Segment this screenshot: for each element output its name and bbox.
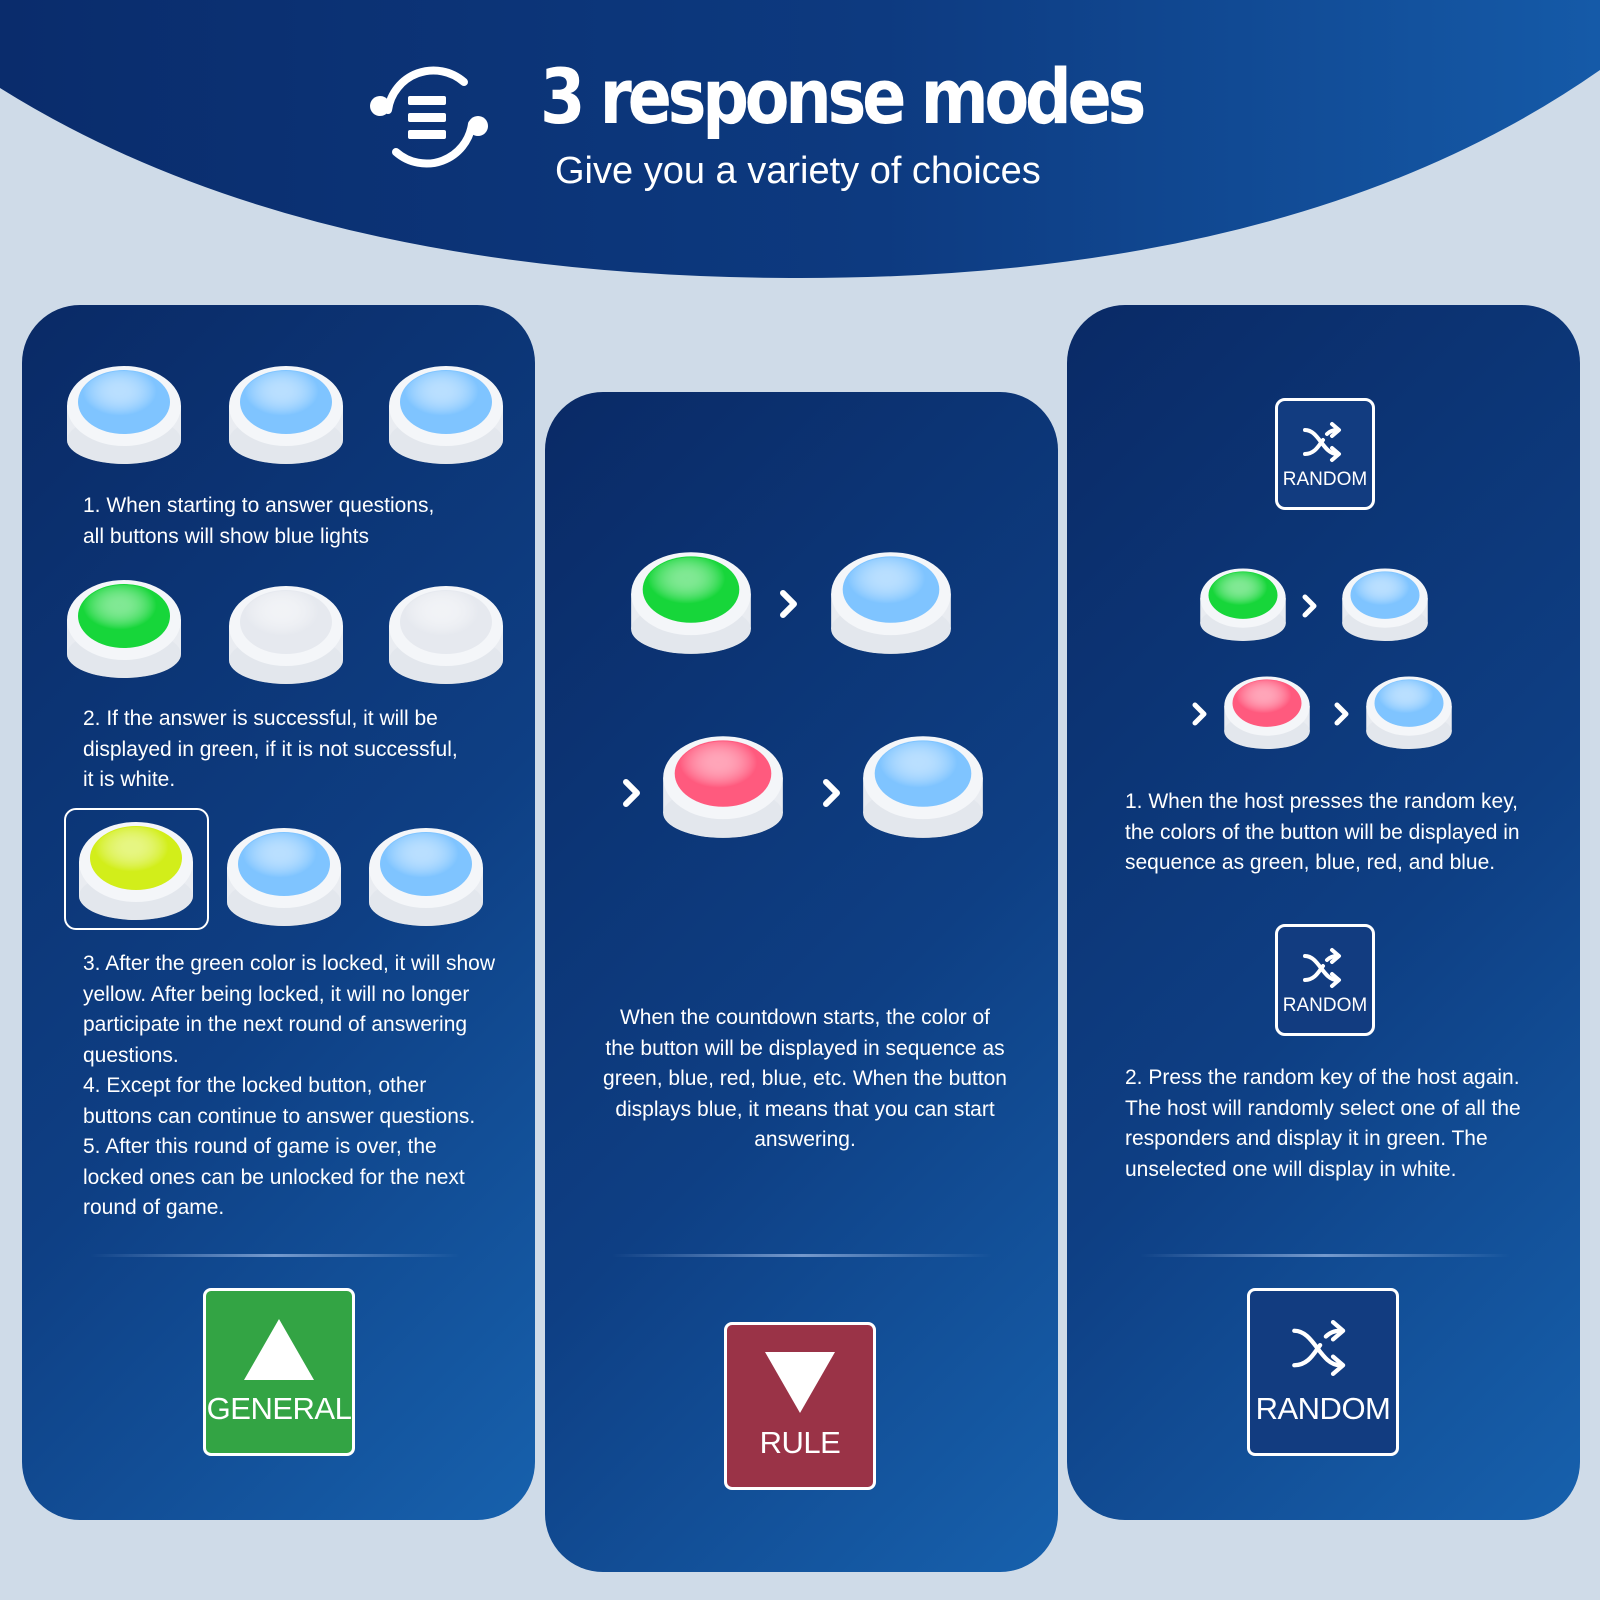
chevron-right-icon: [1192, 702, 1208, 731]
shuffle-icon: [1303, 422, 1341, 462]
responder-button: [76, 816, 196, 924]
random-key-label: RANDOM: [1282, 469, 1368, 490]
triangle-down-icon: [765, 1352, 835, 1413]
shuffle-icon: [1303, 948, 1341, 988]
random-step1: 1. When the host presses the random key,…: [1125, 790, 1520, 874]
divider: [90, 1254, 460, 1257]
responder-button: [226, 360, 346, 468]
responder-button: [64, 360, 184, 468]
general-steps-3-5: 3. After the green color is locked, it w…: [83, 952, 496, 1219]
chevron-right-icon: [1334, 702, 1350, 731]
random-key-label: RANDOM: [1282, 995, 1368, 1016]
responder-button: [628, 546, 754, 658]
locked-button-frame: [64, 808, 209, 930]
responder-button: [660, 730, 786, 842]
chevron-right-icon: [822, 778, 842, 813]
random-mode-label: RANDOM: [1255, 1391, 1391, 1426]
responder-button: [1198, 564, 1288, 644]
responder-button: [1364, 672, 1454, 752]
triangle-up-icon: [244, 1319, 314, 1380]
page-title: 3 response modes: [540, 52, 1146, 141]
chevron-right-icon: [1302, 594, 1318, 623]
general-mode-badge[interactable]: GENERAL: [203, 1288, 355, 1456]
shuffle-icon: [1292, 1320, 1346, 1376]
random-key-icon-box: RANDOM: [1275, 398, 1375, 510]
general-step2: 2. If the answer is successful, it will …: [83, 707, 458, 791]
responder-button: [1340, 564, 1430, 644]
random-step2: 2. Press the random key of the host agai…: [1125, 1066, 1521, 1181]
divider: [1140, 1254, 1510, 1257]
page-subtitle: Give you a variety of choices: [555, 150, 1041, 192]
responder-button: [386, 360, 506, 468]
chevron-right-icon: [622, 778, 642, 813]
responder-button: [366, 822, 486, 930]
list-cycle-icon: [368, 62, 492, 172]
responder-button: [386, 580, 506, 688]
random-key-icon-box: RANDOM: [1275, 924, 1375, 1036]
responder-button: [1222, 672, 1312, 752]
general-mode-label: GENERAL: [206, 1391, 352, 1426]
rule-mode-badge[interactable]: RULE: [724, 1322, 876, 1490]
general-step1: 1. When starting to answer questions, al…: [83, 494, 435, 548]
rule-description: When the countdown starts, the color of …: [603, 1006, 1007, 1151]
rule-mode-label: RULE: [759, 1425, 841, 1460]
chevron-right-icon: [779, 589, 799, 624]
responder-button: [860, 730, 986, 842]
responder-button: [64, 574, 184, 682]
random-mode-badge[interactable]: RANDOM: [1247, 1288, 1399, 1456]
divider: [612, 1254, 992, 1257]
responder-button: [828, 546, 954, 658]
responder-button: [226, 580, 346, 688]
responder-button: [224, 822, 344, 930]
